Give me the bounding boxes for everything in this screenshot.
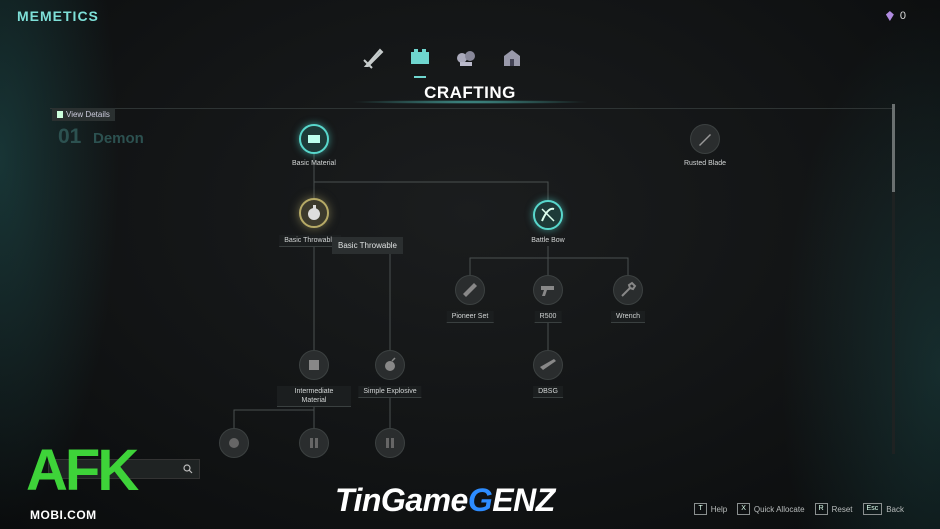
watermark-part2: ENZ [492, 482, 555, 518]
label-r500: R500 [534, 311, 562, 323]
label-basic-material: Basic Material [292, 160, 336, 167]
label-intermediate-material: Intermediate Material [277, 386, 351, 407]
label-simple-explosive: Simple Explosive [358, 386, 422, 398]
explosive-icon [385, 357, 396, 371]
section-title: CRAFTING [424, 83, 516, 102]
label-pioneer-set: Pioneer Set [446, 311, 494, 323]
label-dbsg: DBSG [533, 386, 563, 398]
hint-reset-label: Reset [831, 504, 853, 514]
category-tabs [360, 44, 526, 78]
building-icon [504, 50, 520, 66]
gathering-icon [457, 51, 475, 66]
afk-watermark-logo: AFK MOBI.COM [22, 438, 148, 524]
currency-display: 0 [885, 10, 906, 22]
scrollbar-track[interactable] [892, 104, 895, 454]
key-esc: Esc [862, 503, 883, 515]
node-simple-explosive[interactable] [375, 350, 405, 380]
tab-gathering[interactable] [452, 44, 480, 72]
node-basic-throwable[interactable] [299, 198, 329, 228]
label-wrench: Wrench [611, 311, 645, 323]
bow-icon [541, 207, 555, 222]
crafting-icon [411, 49, 429, 64]
tech-tree-panel [50, 108, 892, 453]
node-dbsg[interactable] [533, 350, 563, 380]
node-locked-1[interactable] [219, 428, 249, 458]
node-intermediate-material[interactable] [299, 350, 329, 380]
node-locked-3[interactable] [375, 428, 405, 458]
label-rusted-blade: Rusted Blade [683, 160, 727, 167]
tree-name: Demon [93, 130, 144, 147]
afk-logo-text: AFK [26, 438, 139, 503]
hint-help[interactable]: T Help [694, 503, 727, 515]
node-battle-bow[interactable] [533, 200, 563, 230]
key-r: R [814, 503, 828, 515]
wrench-icon [621, 281, 637, 297]
hint-quick-allocate-label: Quick Allocate [753, 504, 805, 514]
hint-back[interactable]: Esc Back [862, 503, 904, 515]
node-pioneer-set[interactable] [455, 275, 485, 305]
screen-title: MEMETICS [17, 8, 99, 24]
node-r500[interactable] [533, 275, 563, 305]
title-glow [350, 100, 590, 104]
key-t: T [694, 503, 707, 515]
label-battle-bow: Battle Bow [531, 237, 565, 244]
tool-set-icon [463, 283, 477, 297]
control-hints: T Help X Quick Allocate R Reset Esc Back [694, 503, 904, 515]
hint-quick-allocate[interactable]: X Quick Allocate [737, 503, 805, 515]
key-x: X [737, 503, 750, 515]
view-details-button[interactable]: View Details [52, 108, 115, 121]
blade-icon [699, 134, 711, 146]
site-watermark: TinGameGENZ [335, 482, 555, 519]
label-basic-throwable: Basic Throwable [279, 235, 341, 247]
right-vignette [780, 0, 940, 529]
pistol-icon [541, 286, 554, 296]
node-locked-2[interactable] [299, 428, 329, 458]
locked-icon [386, 438, 394, 448]
shotgun-icon [540, 359, 556, 370]
left-vignette [0, 0, 120, 529]
tree-number: 01 [58, 125, 82, 148]
tab-crafting[interactable] [406, 44, 434, 78]
throwable-icon [308, 205, 320, 220]
watermark-part1: TinGame [335, 482, 468, 518]
node-rusted-blade[interactable] [690, 124, 720, 154]
material-icon [309, 360, 319, 370]
view-details-label: View Details [66, 110, 110, 119]
hint-help-label: Help [710, 504, 728, 514]
melee-weapon-icon [363, 48, 384, 69]
node-wrench[interactable] [613, 275, 643, 305]
scrollbar-thumb[interactable] [892, 104, 895, 192]
material-icon [308, 135, 320, 143]
document-icon [57, 111, 63, 118]
tab-melee[interactable] [360, 44, 388, 72]
afk-logo-sub: MOBI.COM [30, 508, 97, 522]
hint-back-label: Back [886, 504, 904, 514]
node-basic-material[interactable] [299, 124, 329, 154]
search-input[interactable] [48, 459, 200, 479]
tab-building[interactable] [498, 44, 526, 72]
gem-icon [885, 11, 894, 21]
search-icon [183, 464, 193, 474]
currency-value: 0 [899, 10, 906, 22]
locked-icon [229, 438, 239, 448]
tooltip: Basic Throwable [332, 237, 403, 254]
hint-reset[interactable]: R Reset [814, 503, 853, 515]
locked-icon [310, 438, 318, 448]
watermark-g: G [467, 482, 493, 518]
